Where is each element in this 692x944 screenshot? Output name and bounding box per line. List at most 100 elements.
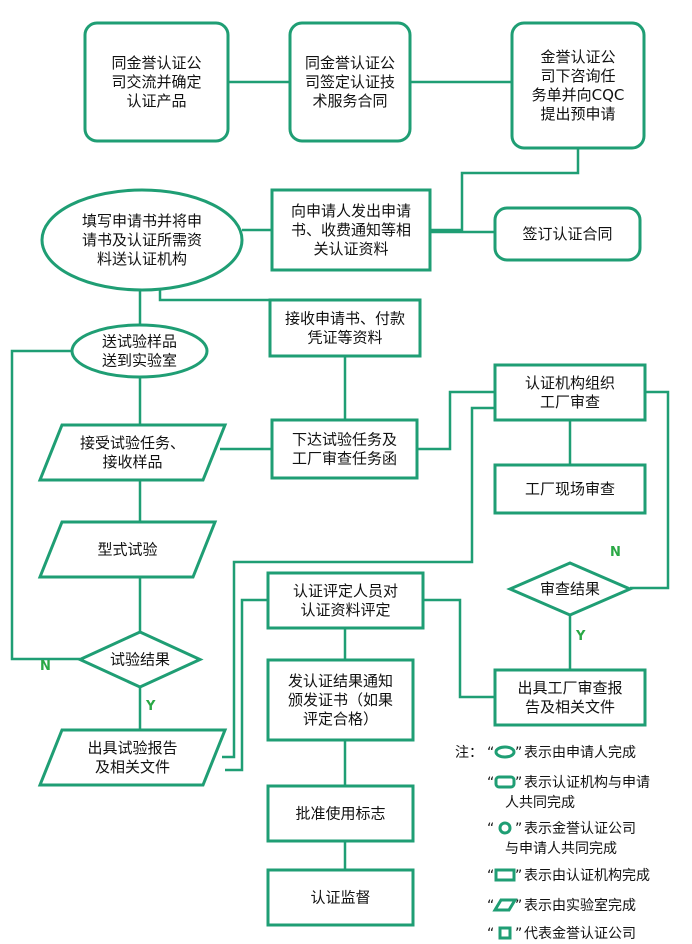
parallelogram-icon [492,898,518,912]
n10-label: 接受试验任务、 [80,434,185,452]
n1-shape [83,21,230,143]
n15-shape [266,571,425,630]
legend-text: 代表金誉认证公司 [524,926,636,942]
n3-shape [510,21,646,150]
rect-icon [494,868,516,882]
legend-item: “ ”表示由实验室完成 [487,897,636,914]
legend-text: 表示认证机构与申请 [524,775,650,791]
n2-label: 术服务合同 [312,92,387,110]
legend-text: 表示由申请人完成 [524,745,636,761]
n9-shape [493,363,647,422]
n2-label: 司签定认证技 [305,73,395,91]
legend-prefix: 注： [455,745,483,761]
node-n20: 批准使用标志 [266,784,415,843]
n3-label: 司下咨询任 [540,67,615,85]
n5-label: 关认证资料 [313,240,388,258]
n18-label: 出具工厂审查报 [517,679,622,697]
n19-shape [37,728,228,787]
connector-3 [430,148,580,232]
n8-label: 送到实验室 [102,352,177,370]
n16-label: 试验结果 [110,651,170,669]
n18-shape [493,668,647,727]
connector-15 [10,349,80,661]
n4-label: 填写申请书并将申 [82,212,202,230]
legend-quote-open: “ [487,775,494,791]
connector-18 [225,598,268,772]
flow-nodes: 同金誉认证公司交流并确定认证产品同金誉认证公司签定认证技术服务合同金誉认证公司下… [37,21,647,927]
connectors [10,80,670,870]
n15-label: 认证评定人员对 [293,582,398,600]
n3-label: 提出预申请 [540,105,615,123]
connector-17 [222,406,495,759]
connector-21 [423,598,495,699]
n17-label: 发认证结果通知 [288,672,393,690]
n20-shape [266,784,415,843]
legend-quote-close: ” [515,821,522,837]
n7-label: 凭证等资料 [307,329,382,347]
node-n16: 试验结果 [76,630,204,689]
n2-shape [288,21,412,143]
node-n13: 型式试验 [37,520,218,579]
n5-label: 书、收费通知等相 [291,221,411,239]
n17-label: 评定合格） [303,710,378,728]
n12-shape [493,463,647,515]
n21-shape [266,868,415,927]
n3-label: 金誉认证公 [540,48,615,66]
n7-shape [268,298,422,358]
n4-label: 料送认证机构 [97,250,187,268]
n21-label: 认证监督 [310,889,370,907]
n14-label: 审查结果 [540,580,600,598]
legend-quote-open: “ [487,898,494,914]
n2-label: 同金誉认证公 [305,54,395,72]
n10-shape [37,423,228,482]
n11-label: 下达试验任务及 [292,431,397,449]
legend-text: 表示由实验室完成 [524,897,636,914]
legend-text: 与申请人共同完成 [505,841,617,857]
rounded-rect-icon [494,775,516,789]
decision-label-n-right: N [610,545,621,560]
n16-shape [76,630,204,689]
legend-item: “”表示由认证机构完成 [487,868,650,884]
n19-label: 出具试验报告 [87,739,177,757]
n5-label: 向申请人发出申请 [291,202,411,220]
square-icon [498,926,512,940]
n10-label: 接收样品 [102,453,162,471]
connector-19 [630,390,670,590]
legend-quote-close: ” [515,898,522,914]
n8-shape [70,323,209,379]
n9-label: 工厂审查 [540,393,600,411]
node-n6: 签订认证合同 [493,206,642,262]
connector-6 [158,290,270,302]
node-n10: 接受试验任务、接收样品 [37,423,228,482]
n4-label: 请书及认证所需资 [82,231,202,249]
n20-label: 批准使用标志 [295,805,385,823]
legend-item: “”代表金誉认证公司 [487,926,636,942]
legend-quote-close: ” [515,926,522,942]
n15-label: 认证资料评定 [300,601,390,619]
n18-label: 告及相关文件 [525,698,615,716]
node-n14: 审查结果 [506,561,634,617]
connector-11 [417,390,495,451]
n1-label: 认证产品 [126,92,186,110]
legend: 注：“”表示由申请人完成“”表示认证机构与申请人共同完成“”表示金誉认证公司与申… [455,745,650,942]
legend-quote-open: “ [487,868,494,884]
ellipse-icon [494,745,516,759]
n13-label: 型式试验 [97,541,157,559]
n12-label: 工厂现场审查 [525,480,615,498]
n1-label: 同金誉认证公 [111,54,201,72]
